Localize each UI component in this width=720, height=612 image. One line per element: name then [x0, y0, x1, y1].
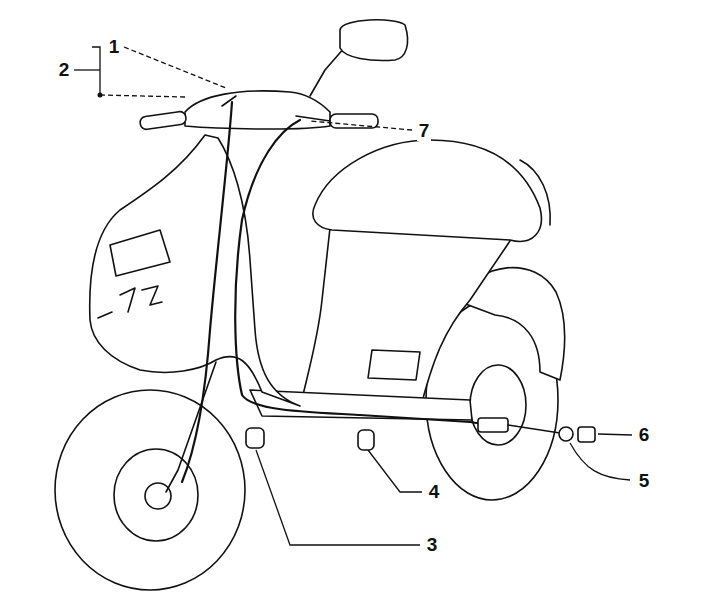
seat [313, 140, 542, 241]
leader-line [598, 434, 632, 435]
fairing-logo [98, 286, 162, 318]
leader-line [256, 450, 420, 545]
front-wheel [55, 390, 245, 590]
side-vent [368, 350, 420, 380]
callout-number: 4 [427, 482, 442, 503]
front-brake-cable [182, 102, 232, 482]
leader-line [124, 47, 226, 88]
brake-lever [222, 96, 330, 121]
rear-hub [470, 365, 526, 445]
front-fairing [90, 135, 300, 406]
cable-clip [358, 430, 374, 450]
callout-number: 5 [637, 471, 652, 492]
seat-back [520, 160, 550, 225]
bracket [92, 47, 100, 95]
callout-number: 7 [417, 121, 432, 142]
bracket-leader [74, 69, 100, 70]
rear-brake-cable [235, 120, 490, 425]
left-grip [139, 111, 186, 130]
callout-number: 2 [57, 60, 72, 81]
leader-lines [74, 47, 632, 545]
callout-number: 3 [425, 535, 440, 556]
leader-line [100, 95, 186, 97]
body-panel [300, 228, 512, 410]
callout-number: 6 [637, 425, 652, 446]
front-fork [166, 362, 216, 492]
bracket-dot [98, 93, 103, 98]
leader-line [570, 443, 630, 480]
front-rim [114, 449, 198, 541]
cable-clip [246, 428, 264, 448]
cable-end [508, 425, 560, 433]
cable-adjuster [478, 418, 508, 432]
mirror-stalk [310, 47, 345, 96]
mirror [340, 20, 408, 61]
adjuster-barrel [578, 427, 595, 442]
handlebar-cover [185, 91, 330, 129]
front-hub [145, 483, 171, 509]
leader-line [310, 121, 412, 130]
leader-line [368, 450, 422, 492]
callout-number: 1 [107, 37, 122, 58]
adjuster-nut [559, 427, 573, 441]
front-grille [110, 230, 170, 276]
